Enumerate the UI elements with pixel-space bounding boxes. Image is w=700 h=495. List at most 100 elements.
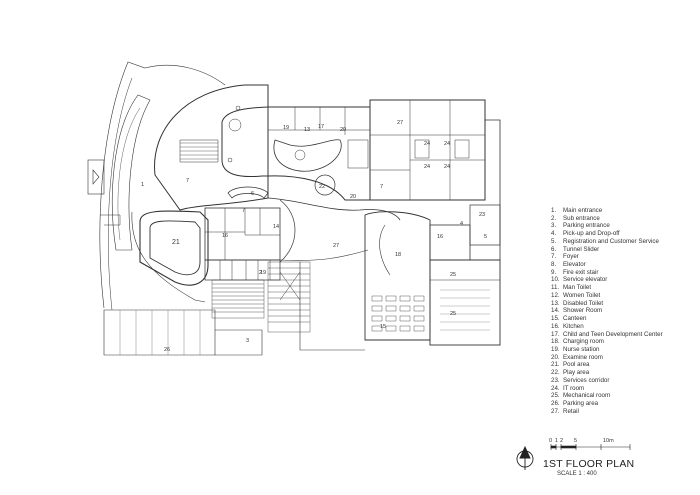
- plan-title: 1ST FLOOR PLAN: [543, 458, 635, 470]
- room-label: 14: [273, 224, 279, 230]
- legend-number: 15.: [551, 315, 560, 323]
- legend-item: 5. Registration and Customer Service: [551, 238, 700, 246]
- legend-number: 11.: [551, 284, 560, 292]
- legend-number: 25.: [551, 392, 560, 400]
- canteen-outline: [364, 211, 431, 341]
- room-label: 19: [260, 270, 266, 276]
- legend-number: 21.: [551, 361, 560, 369]
- room-label: 24: [424, 141, 430, 147]
- legend-item: 13.Disabled Toilet: [551, 300, 700, 308]
- room-label: 7: [186, 178, 189, 184]
- room-label: 19: [283, 125, 289, 131]
- canteen-curved-counter: [379, 224, 391, 276]
- legend-number: 20.: [551, 353, 560, 361]
- legend-item: 11.Man Toilet: [551, 284, 700, 292]
- legend-number: 22.: [551, 369, 560, 377]
- legend-label: IT room: [563, 384, 585, 392]
- legend-number: 18.: [551, 338, 560, 346]
- legend-item: 15.Canteen: [551, 315, 700, 323]
- legend-item: 1. Main entrance: [551, 207, 700, 215]
- legend-item: 6. Tunnel Slider: [551, 246, 700, 254]
- room-label: 20: [340, 127, 346, 133]
- legend-item: 18.Charging room: [551, 338, 700, 346]
- legend-label: Fire exit stair: [563, 268, 599, 276]
- room-label: 22: [319, 184, 325, 190]
- legend-number: 19.: [551, 345, 560, 353]
- legend-label: Man Toilet: [563, 284, 592, 292]
- entrance-canopy-arc: [112, 94, 151, 251]
- central-block: [267, 106, 371, 201]
- legend-number: 7.: [551, 253, 557, 261]
- room-label: 13: [304, 127, 310, 133]
- entrance-marker: [87, 159, 105, 195]
- stair-hatch: [211, 261, 311, 333]
- room-label: 7: [380, 184, 383, 190]
- legend-label: Shower Room: [563, 307, 603, 315]
- site-arc-boundary: [99, 61, 226, 309]
- legend-label: Sub entrance: [563, 214, 600, 222]
- registration-desk: [227, 186, 269, 199]
- legend-label: Pool area: [563, 361, 590, 369]
- legend-label: Registration and Customer Service: [563, 237, 659, 245]
- scale-tick-10: 10m: [603, 438, 614, 444]
- room-label: 1: [141, 182, 144, 188]
- legend-label: Services corridor: [563, 376, 610, 384]
- legend-label: Retail: [563, 407, 579, 415]
- scale-tick-2: 2: [560, 438, 563, 444]
- room-label: 27: [333, 243, 339, 249]
- legend-label: Elevator: [563, 261, 586, 269]
- legend-item: 12.Women Toilet: [551, 292, 700, 300]
- legend-label: Pick-up and Drop-off: [563, 230, 620, 238]
- legend-item: 27.Retail: [551, 408, 700, 416]
- legend-label: Play area: [563, 369, 590, 377]
- legend-label: Nurse station: [563, 345, 600, 353]
- room-label: 25: [450, 272, 456, 278]
- legend-item: 10.Service elevator: [551, 276, 700, 284]
- legend-label: Women Toilet: [563, 291, 601, 299]
- legend-item: 19.Nurse station: [551, 346, 700, 354]
- room-label: 15: [380, 324, 386, 330]
- legend-item: 3.Parking entrance: [551, 222, 700, 230]
- canteen-tables: [371, 295, 425, 332]
- legend-number: 12.: [551, 291, 560, 299]
- mechanical-room: [429, 259, 501, 346]
- legend-number: 24.: [551, 384, 560, 392]
- legend-number: 3.: [551, 222, 557, 230]
- legend-label: Kitchen: [563, 322, 584, 330]
- room-label: 6: [251, 191, 254, 197]
- central-corridor: [267, 197, 401, 221]
- legend-label: Main entrance: [563, 207, 603, 214]
- legend-item: 14.Shower Room: [551, 307, 700, 315]
- legend-label: Foyer: [563, 253, 579, 261]
- north-arrow: [516, 445, 534, 470]
- legend-label: Disabled Toilet: [563, 299, 604, 307]
- foyer-stair: [180, 142, 218, 160]
- scale-tick-1: 1: [555, 438, 558, 444]
- room-label: 25: [450, 311, 456, 317]
- kitchen: [429, 224, 471, 261]
- legend-label: Tunnel Slider: [563, 245, 600, 253]
- room-label: 17: [318, 124, 324, 130]
- legend-number: 9.: [551, 268, 557, 276]
- room-label: 4: [460, 221, 463, 227]
- legend-item: 26.Parking area: [551, 400, 700, 408]
- legend-item: 25.Mechanical room: [551, 392, 700, 400]
- legend-number: 27.: [551, 407, 560, 415]
- room-label: 5: [484, 234, 487, 240]
- legend-number: 8.: [551, 261, 557, 269]
- legend-label: Mechanical room: [563, 392, 611, 400]
- legend-number: 17.: [551, 330, 560, 338]
- legend-number: 26.: [551, 399, 560, 407]
- room-label: 24: [444, 141, 450, 147]
- legend-number: 1.: [551, 207, 557, 214]
- legend-number: 4.: [551, 230, 557, 238]
- legend-item: 7. Foyer: [551, 253, 700, 261]
- legend-item: 16.Kitchen: [551, 323, 700, 331]
- legend-number: 5.: [551, 237, 557, 245]
- room-label: 21: [172, 239, 180, 246]
- legend-item: 8. Elevator: [551, 261, 700, 269]
- legend-number: 23.: [551, 376, 560, 384]
- room-label: 23: [479, 212, 485, 218]
- legend-number: 6.: [551, 245, 557, 253]
